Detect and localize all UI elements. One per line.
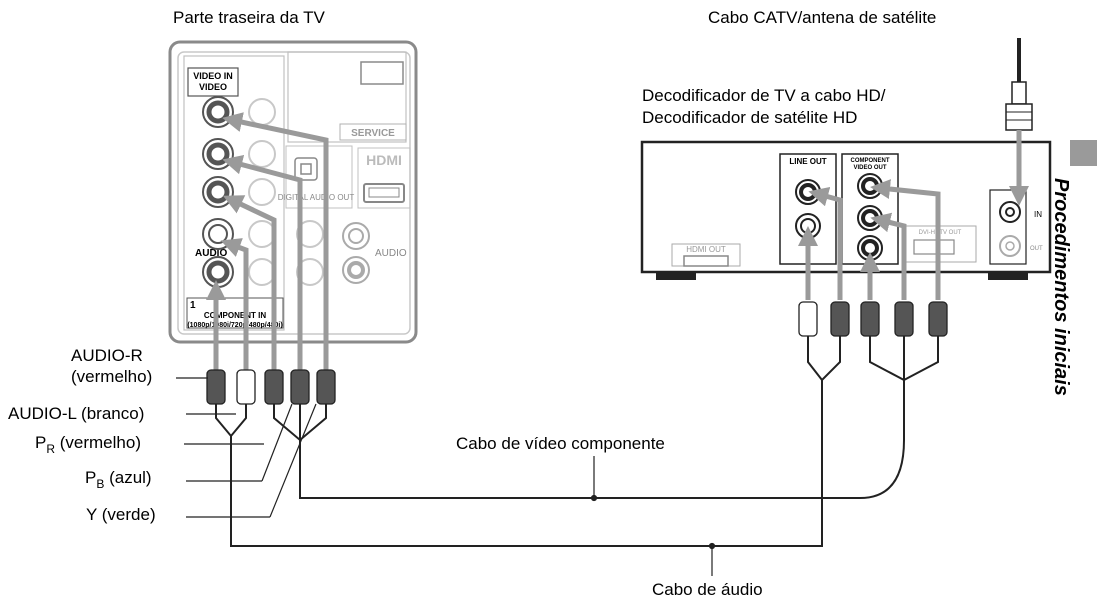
- hdmi-in-label: HDMI: [366, 152, 402, 168]
- pb-label-main: P: [85, 468, 97, 487]
- pr-label: PR (vermelho): [35, 433, 141, 456]
- tv-jack-y: [202, 96, 234, 128]
- component-in-label: COMPONENT IN: [204, 311, 266, 320]
- leader-lines: [176, 377, 716, 576]
- digital-audio-out-label: DIGITAL AUDIO OUT: [278, 193, 355, 202]
- audio-panel-label: AUDIO: [195, 248, 227, 259]
- tv-back-label: Parte traseira da TV: [173, 8, 325, 27]
- decoder-cable-arrows: [798, 179, 941, 300]
- decoder-jack-pb: [857, 205, 883, 231]
- decoder-in-label: IN: [1034, 210, 1042, 219]
- component-video-out-label-2: VIDEO OUT: [853, 165, 886, 171]
- pr-label-sub: R: [46, 442, 56, 456]
- decoder-box: HDMI OUT LINE OUT COMPONENT VIDEO OUT DV…: [640, 140, 1052, 280]
- pr-label-main: P: [35, 433, 47, 452]
- audio-r-color-label: (vermelho): [71, 367, 153, 386]
- tv-jack-pr: [202, 176, 234, 208]
- tv-audio-out-jack-r: [342, 256, 370, 284]
- audio-right-label: AUDIO: [375, 248, 407, 259]
- pb-label-sub: B: [96, 477, 105, 491]
- input-1-label: 1: [190, 300, 196, 311]
- audio-cable-label: Cabo de áudio: [652, 580, 763, 599]
- catv-cable: [1005, 38, 1033, 206]
- line-out-label: LINE OUT: [789, 157, 826, 166]
- resolutions-label: (1080p/1080i/720p/480p/480i): [187, 322, 282, 329]
- tv-jack-l: [202, 218, 234, 250]
- catv-label: Cabo CATV/antena de satélite: [708, 8, 937, 27]
- decoder-jack-audio-l: [795, 213, 821, 239]
- decoder-cable-bundles: [594, 336, 939, 547]
- pr-label-rest: (vermelho): [55, 433, 141, 452]
- decoder-label-line1: Decodificador de TV a cabo HD/: [642, 86, 886, 105]
- decoder-jack-y: [857, 173, 883, 199]
- component-cable-label: Cabo de vídeo componente: [456, 434, 665, 453]
- pb-label: PB (azul): [85, 468, 152, 491]
- hdmi-out-label: HDMI OUT: [686, 245, 726, 254]
- decoder-label-line2: Decodificador de satélite HD: [642, 108, 858, 127]
- decoder-out-label: OUT: [1030, 246, 1043, 252]
- tv-audio-out-jack-l: [342, 222, 370, 250]
- decoder-jack-out: [999, 235, 1021, 257]
- tv-back-panel: SERVICE DIGITAL AUDIO OUT HDMI VIDEO IN …: [168, 40, 418, 344]
- video-label: VIDEO: [199, 82, 227, 92]
- tv-jack-r: [202, 256, 234, 288]
- tv-plugs: [206, 369, 336, 405]
- tv-jack-pb: [202, 138, 234, 170]
- decoder-jack-in: [999, 201, 1021, 223]
- audio-l-label: AUDIO-L (branco): [8, 404, 145, 423]
- tv-cable-bundles: [215, 404, 712, 547]
- component-video-out-label-1: COMPONENT: [851, 158, 890, 164]
- section-tab: [1070, 140, 1097, 166]
- y-label: Y (verde): [86, 505, 156, 524]
- video-in-label: VIDEO IN: [193, 71, 233, 81]
- tv-cable-arrows: [206, 112, 329, 370]
- pb-label-rest: (azul): [104, 468, 152, 487]
- service-label: SERVICE: [351, 128, 395, 139]
- decoder-jack-audio-r: [795, 179, 821, 205]
- audio-r-label: AUDIO-R: [71, 346, 143, 365]
- decoder-jack-pr: [857, 235, 883, 261]
- decoder-plugs: [798, 301, 948, 337]
